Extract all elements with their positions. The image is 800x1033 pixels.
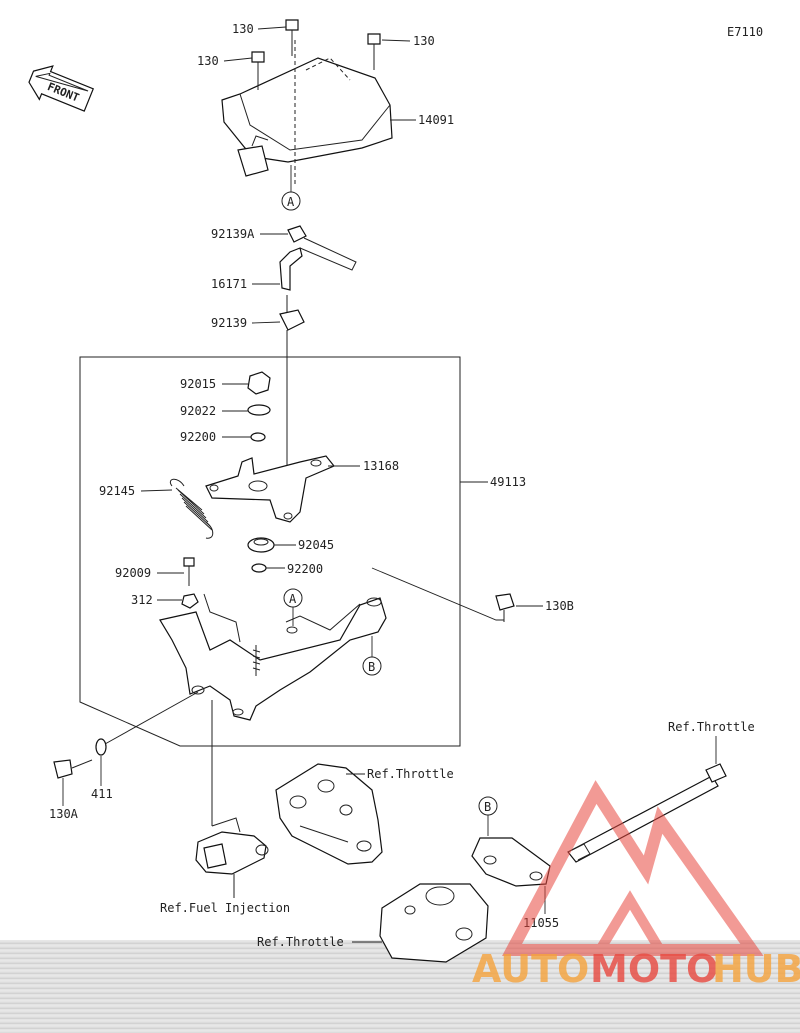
bushing-92045 bbox=[247, 537, 275, 553]
ref-throttle-upper-right: Ref.Throttle bbox=[668, 720, 755, 734]
label-49113: 49113 bbox=[490, 475, 526, 489]
bolt-130-right bbox=[367, 33, 381, 70]
label-411: 411 bbox=[91, 787, 113, 801]
assembly-box-49113 bbox=[79, 356, 461, 747]
throttle-body-lower bbox=[379, 883, 489, 963]
label-130A: 130A bbox=[49, 807, 79, 821]
fuel-injection-connector bbox=[195, 817, 269, 898]
label-130B: 130B bbox=[545, 599, 574, 613]
label-92145: 92145 bbox=[99, 484, 135, 498]
label-13168: 13168 bbox=[363, 459, 399, 473]
nut-312 bbox=[181, 593, 199, 609]
ref-throttle-middle: Ref.Throttle bbox=[367, 767, 454, 781]
ref-fuel-injection: Ref.Fuel Injection bbox=[160, 901, 290, 915]
rod-16171 bbox=[279, 237, 357, 291]
bracket-14091 bbox=[221, 40, 393, 185]
watermark-logo-icon bbox=[502, 780, 764, 956]
watermark-moto: MOTO bbox=[590, 947, 718, 991]
clip-92139 bbox=[279, 295, 305, 331]
callout-a-top-label: A bbox=[287, 195, 295, 209]
washer-411 bbox=[95, 738, 107, 756]
bolt-130-top bbox=[285, 19, 299, 56]
bolt-130A bbox=[53, 759, 93, 779]
nut-92015 bbox=[247, 371, 271, 395]
label-92009: 92009 bbox=[115, 566, 151, 580]
label-92200-upper: 92200 bbox=[180, 430, 216, 444]
callout-b-lower-label: B bbox=[484, 800, 491, 814]
ref-throttle-lower: Ref.Throttle bbox=[257, 935, 344, 949]
diagram-code: E7110 bbox=[727, 25, 763, 39]
bracket-lower-right bbox=[471, 837, 551, 887]
label-92139A: 92139A bbox=[211, 227, 255, 241]
label-16171: 16171 bbox=[211, 277, 247, 291]
lever-13168 bbox=[205, 455, 335, 523]
screw-92009 bbox=[183, 557, 195, 586]
clip-92139A bbox=[287, 225, 307, 243]
label-92045: 92045 bbox=[298, 538, 334, 552]
label-92139: 92139 bbox=[211, 316, 247, 330]
label-130-top: 130 bbox=[232, 22, 254, 36]
front-arrow-icon: FRONT bbox=[28, 65, 95, 112]
label-14091: 14091 bbox=[418, 113, 454, 127]
rod-11055 bbox=[567, 763, 727, 863]
callout-a-mid-label: A bbox=[289, 592, 297, 606]
label-92022: 92022 bbox=[180, 404, 216, 418]
label-312: 312 bbox=[131, 593, 153, 607]
throttle-body-middle bbox=[275, 763, 383, 865]
label-130-right: 130 bbox=[413, 34, 435, 48]
washer-92200-upper bbox=[250, 432, 266, 442]
label-92015: 92015 bbox=[180, 377, 216, 391]
watermark-wordmark: AUTO MOTO HUB bbox=[472, 947, 800, 991]
label-92200-lower: 92200 bbox=[287, 562, 323, 576]
base-bracket bbox=[159, 593, 387, 721]
bolt-130B bbox=[495, 593, 515, 622]
watermark-hub: HUB bbox=[712, 947, 800, 991]
callout-b-mid-label: B bbox=[368, 660, 375, 674]
washer-92022 bbox=[247, 404, 271, 416]
label-130-left: 130 bbox=[197, 54, 219, 68]
watermark-auto: AUTO bbox=[472, 947, 589, 991]
spring-92145 bbox=[170, 478, 214, 539]
bolt-130-left bbox=[251, 51, 265, 90]
washer-92200-lower bbox=[251, 563, 267, 573]
